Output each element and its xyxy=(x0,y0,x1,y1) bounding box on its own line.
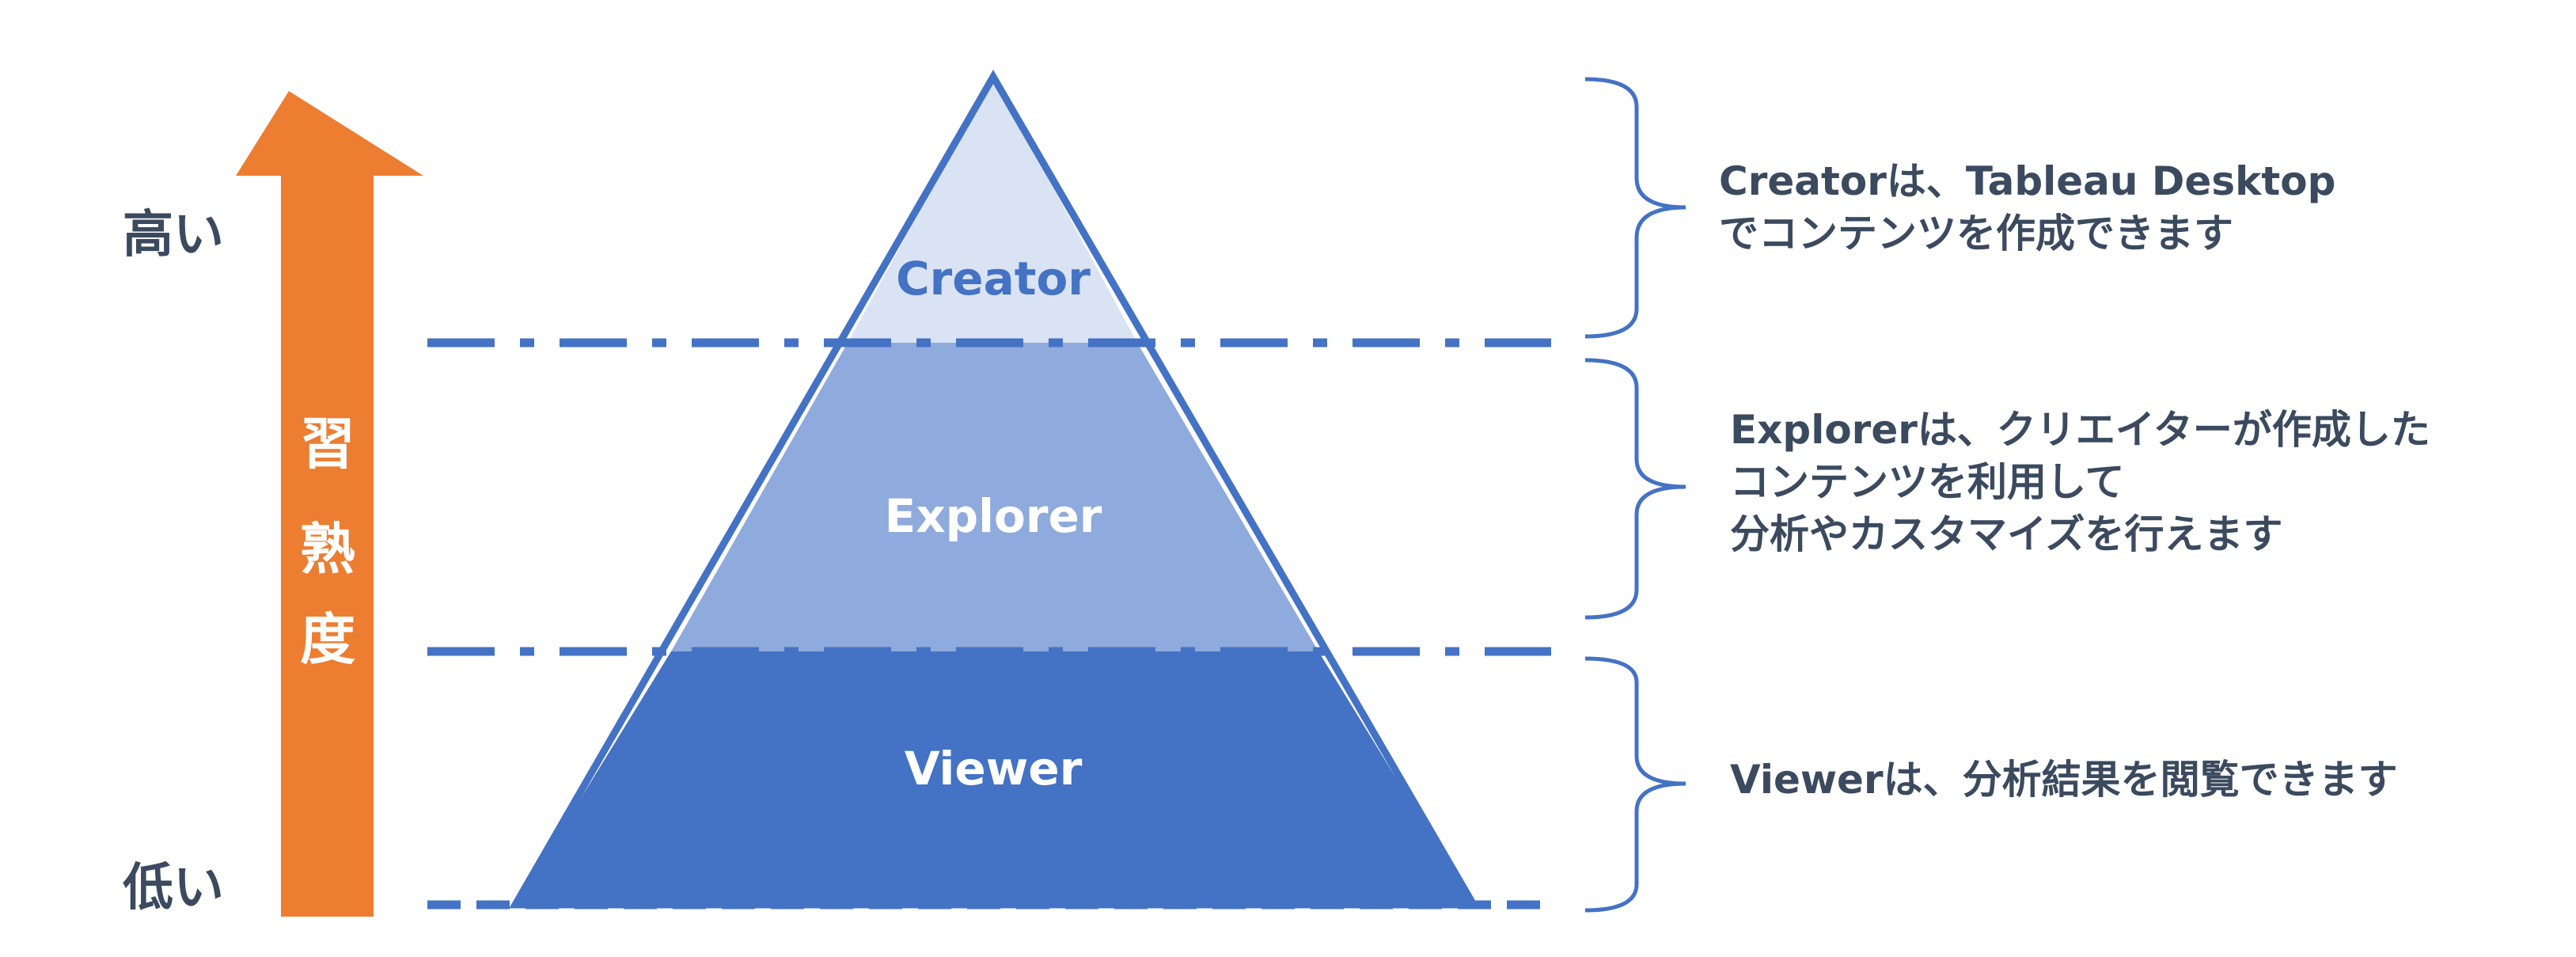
description-viewer: Viewerは、分析結果を閲覧できます xyxy=(1730,754,2398,806)
description-explorer: Explorerは、クリエイターが作成した コンテンツを利用して 分析やカスタマ… xyxy=(1730,404,2430,560)
axis-title-char-1: 習 xyxy=(300,412,355,477)
pyramid-tier-explorer xyxy=(671,343,1318,651)
tier-label-creator: Creator xyxy=(896,252,1091,306)
description-creator-line-2: でコンテンツを作成できます xyxy=(1719,211,2233,256)
pyramid-tier-creator xyxy=(848,77,1137,343)
tier-label-explorer: Explorer xyxy=(884,489,1102,543)
brace-viewer xyxy=(1584,656,1686,913)
pyramid-tier-viewer xyxy=(515,651,1474,905)
axis-title-char-3: 度 xyxy=(300,607,355,672)
brace-creator xyxy=(1584,77,1686,339)
description-explorer-line-3: 分析やカスタマイズを行えます xyxy=(1730,511,2283,557)
description-viewer-line-1: Viewerは、分析結果を閲覧できます xyxy=(1730,757,2398,803)
description-explorer-line-1: Explorerは、クリエイターが作成した xyxy=(1730,407,2430,453)
brace-explorer xyxy=(1584,358,1686,620)
skill-level-arrow xyxy=(236,91,423,917)
description-explorer-line-2: コンテンツを利用して xyxy=(1730,459,2125,505)
description-creator: Creatorは、Tableau Desktop でコンテンツを作成できます xyxy=(1719,155,2335,260)
high-label: 高い xyxy=(123,206,224,264)
description-creator-line-1: Creatorは、Tableau Desktop xyxy=(1719,158,2336,204)
axis-title-char-2: 熟 xyxy=(300,517,355,582)
low-label: 低い xyxy=(123,859,224,917)
tier-label-viewer: Viewer xyxy=(904,742,1083,796)
